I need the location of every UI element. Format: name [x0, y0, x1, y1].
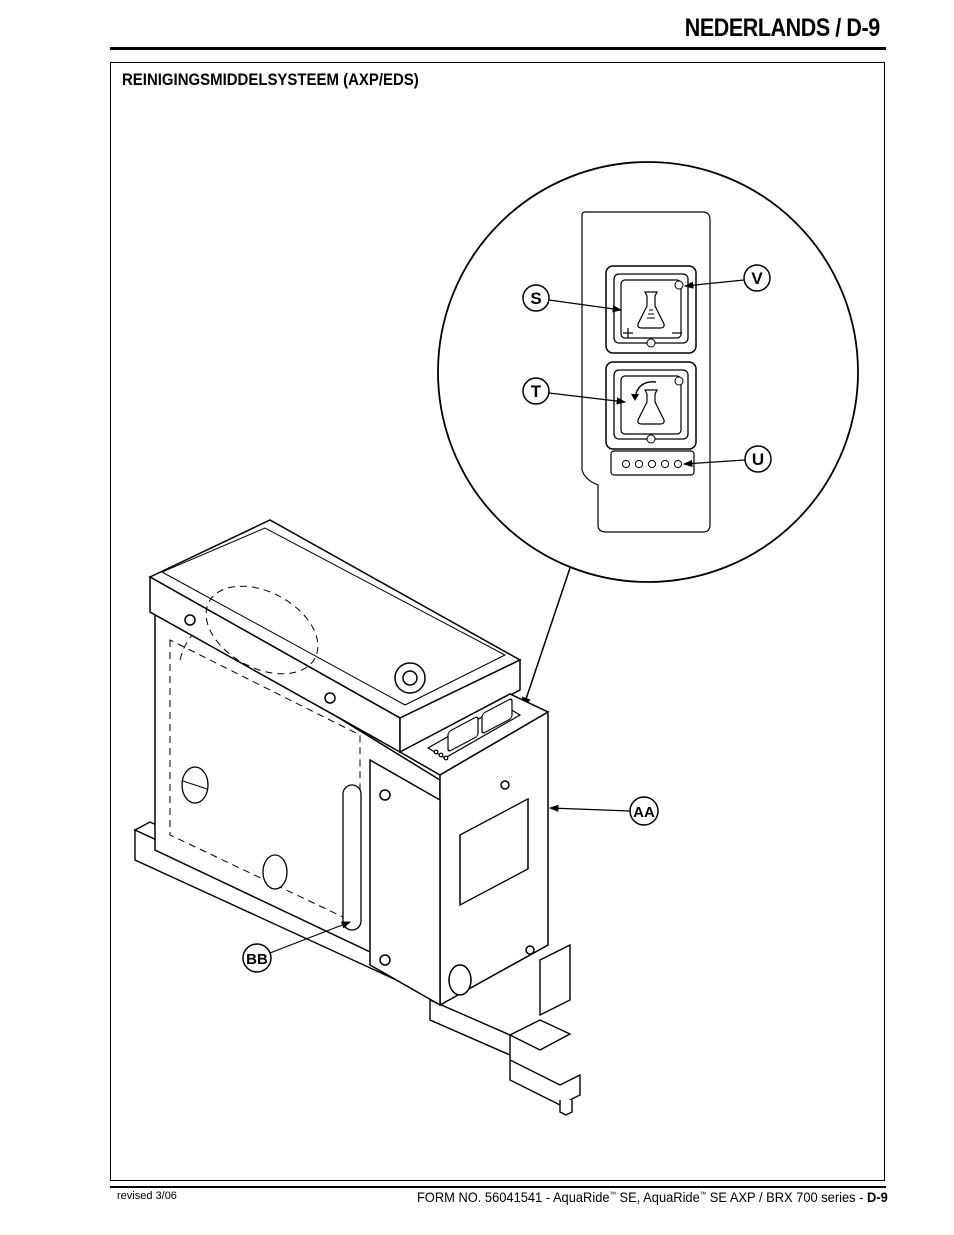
callout-v: V	[683, 264, 771, 292]
callout-label-aa: AA	[633, 804, 655, 821]
tank-lid	[148, 519, 522, 754]
callout-label-s: S	[530, 289, 541, 308]
revision-note: revised 3/06	[117, 1190, 177, 1202]
section-title: REINIGINGSMIDDELSYSTEEM (AXP/EDS)	[122, 70, 419, 89]
page-number: D-9	[867, 1189, 888, 1205]
callout-label-t: T	[531, 382, 542, 401]
trademark-1: ™	[609, 1191, 617, 1199]
callout-label-bb: BB	[246, 951, 268, 968]
concentration-button	[605, 265, 697, 354]
page-header-title: NEDERLANDS / D-9	[684, 14, 880, 42]
trademark-2: ™	[699, 1191, 707, 1199]
form-mid-1: SE, AquaRide	[616, 1189, 700, 1205]
magnifier-leader-line	[522, 567, 571, 710]
form-mid-2: SE AXP / BRX 700 series -	[706, 1189, 868, 1205]
footer-rule	[110, 1186, 886, 1188]
callout-label-v: V	[751, 269, 763, 288]
callout-t: T	[522, 377, 627, 405]
callout-bb: BB	[242, 921, 352, 973]
led-indicator-strip	[610, 450, 695, 476]
machine-control-panel	[426, 698, 522, 761]
callout-u: U	[682, 445, 772, 473]
form-prefix: FORM NO. 56041541 - AquaRide	[417, 1189, 610, 1205]
form-number: FORM NO. 56041541 - AquaRide™ SE, AquaRi…	[417, 1189, 888, 1205]
header-rule	[110, 47, 886, 50]
callout-label-u: U	[752, 450, 764, 469]
figure-frame	[110, 62, 885, 1181]
callout-s: S	[522, 284, 623, 313]
prime-button	[605, 361, 697, 450]
callout-aa: AA	[548, 796, 659, 826]
